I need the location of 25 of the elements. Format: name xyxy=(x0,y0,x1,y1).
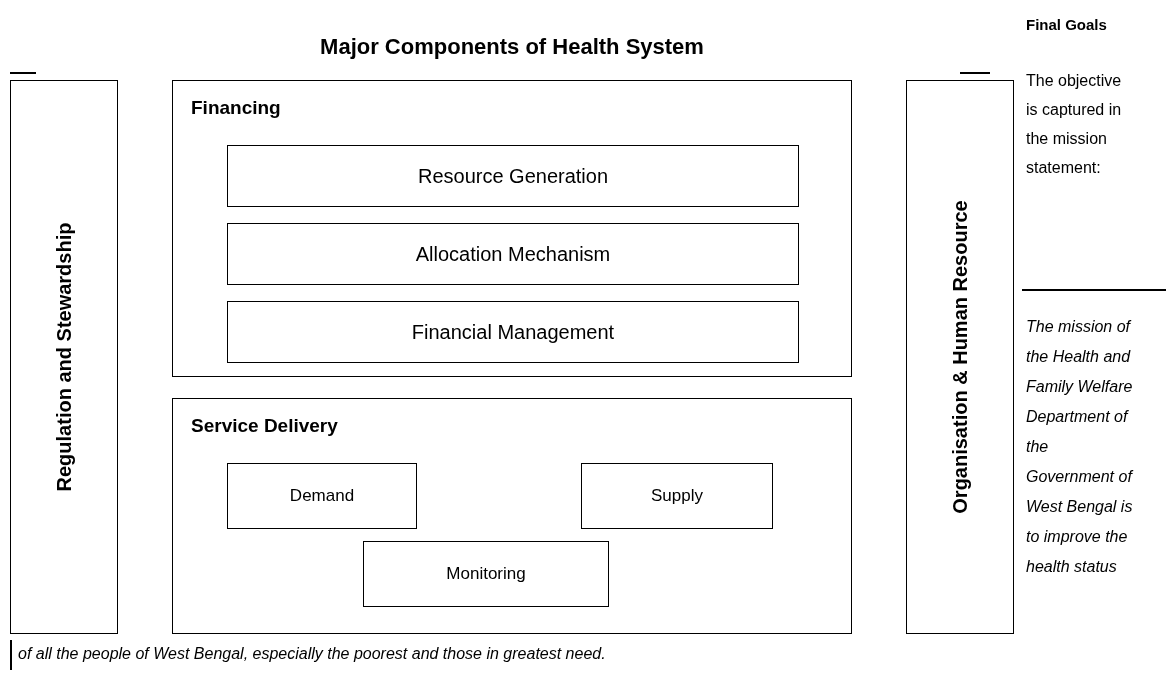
group-box xyxy=(172,398,852,634)
side-panel xyxy=(906,80,1014,634)
component-box xyxy=(227,463,417,529)
panel-title: Regulation and Stewardship xyxy=(52,222,76,492)
component-label: Allocation Mechanism xyxy=(414,242,612,266)
panel-title: Organisation & Human Resource xyxy=(948,200,972,514)
diagram-title: Major Components of Health System xyxy=(319,34,705,60)
heading: Final Goals xyxy=(1026,16,1107,33)
component-box xyxy=(227,145,799,207)
side-panel xyxy=(10,80,118,634)
component-box xyxy=(363,541,609,607)
component-label: Demand xyxy=(288,486,356,506)
component-box xyxy=(227,223,799,285)
mission-text: The mission of the Health and Family Welfare Department of the Government of West Bengal is to improve the health status xyxy=(1026,317,1135,577)
component-box xyxy=(581,463,773,529)
component-label: Resource Generation xyxy=(416,164,610,188)
mission-text: of all the people of West Bengal, especially the poorest and those in greatest need. xyxy=(18,645,606,663)
component-box xyxy=(227,301,799,363)
group-title: Financing xyxy=(191,97,281,119)
component-label: Financial Management xyxy=(410,320,616,344)
component-label: Monitoring xyxy=(445,564,527,584)
component-label: Supply xyxy=(650,486,704,506)
group-box xyxy=(172,80,852,377)
intro-text: The objective is captured in the mission statement: xyxy=(1026,71,1123,178)
group-title: Service Delivery xyxy=(191,415,338,437)
